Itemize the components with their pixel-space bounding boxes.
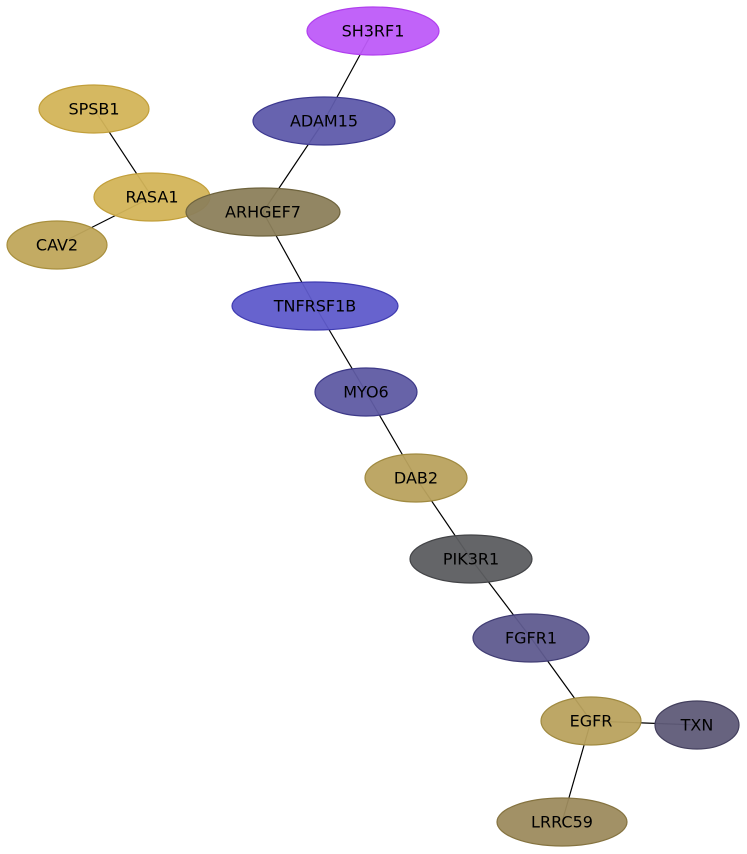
node-rasa1[interactable]: RASA1 [93,172,211,222]
node-label: DAB2 [394,469,438,488]
node-ellipse[interactable] [409,534,533,584]
node-spsb1[interactable]: SPSB1 [38,84,150,134]
node-ellipse[interactable] [314,367,418,417]
node-ellipse[interactable] [472,613,590,663]
node-label: FGFR1 [505,629,557,648]
node-label: ADAM15 [290,112,358,131]
node-fgfr1[interactable]: FGFR1 [472,613,590,663]
node-tnfrsf1b[interactable]: TNFRSF1B [231,281,399,331]
node-ellipse[interactable] [231,281,399,331]
node-txn[interactable]: TXN [654,700,740,750]
node-label: EGFR [570,712,613,731]
node-myo6[interactable]: MYO6 [314,367,418,417]
node-label: PIK3R1 [443,550,499,569]
node-label: LRRC59 [531,813,593,832]
node-ellipse[interactable] [364,453,468,503]
node-ellipse[interactable] [540,696,642,746]
node-ellipse[interactable] [38,84,150,134]
node-label: ARHGEF7 [225,203,301,222]
node-pik3r1[interactable]: PIK3R1 [409,534,533,584]
node-ellipse[interactable] [6,220,108,270]
node-ellipse[interactable] [185,187,341,237]
node-ellipse[interactable] [654,700,740,750]
node-egfr[interactable]: EGFR [540,696,642,746]
node-ellipse[interactable] [252,96,396,146]
node-label: SH3RF1 [342,22,405,41]
node-ellipse[interactable] [496,797,628,847]
node-label: CAV2 [36,236,78,255]
node-label: MYO6 [343,383,388,402]
node-adam15[interactable]: ADAM15 [252,96,396,146]
node-ellipse[interactable] [306,6,440,56]
node-cav2[interactable]: CAV2 [6,220,108,270]
node-arhgef7[interactable]: ARHGEF7 [185,187,341,237]
node-label: RASA1 [126,188,179,207]
node-sh3rf1[interactable]: SH3RF1 [306,6,440,56]
node-label: SPSB1 [68,100,119,119]
node-label: TNFRSF1B [273,297,357,316]
node-label: TXN [680,716,714,735]
node-lrrc59[interactable]: LRRC59 [496,797,628,847]
node-dab2[interactable]: DAB2 [364,453,468,503]
